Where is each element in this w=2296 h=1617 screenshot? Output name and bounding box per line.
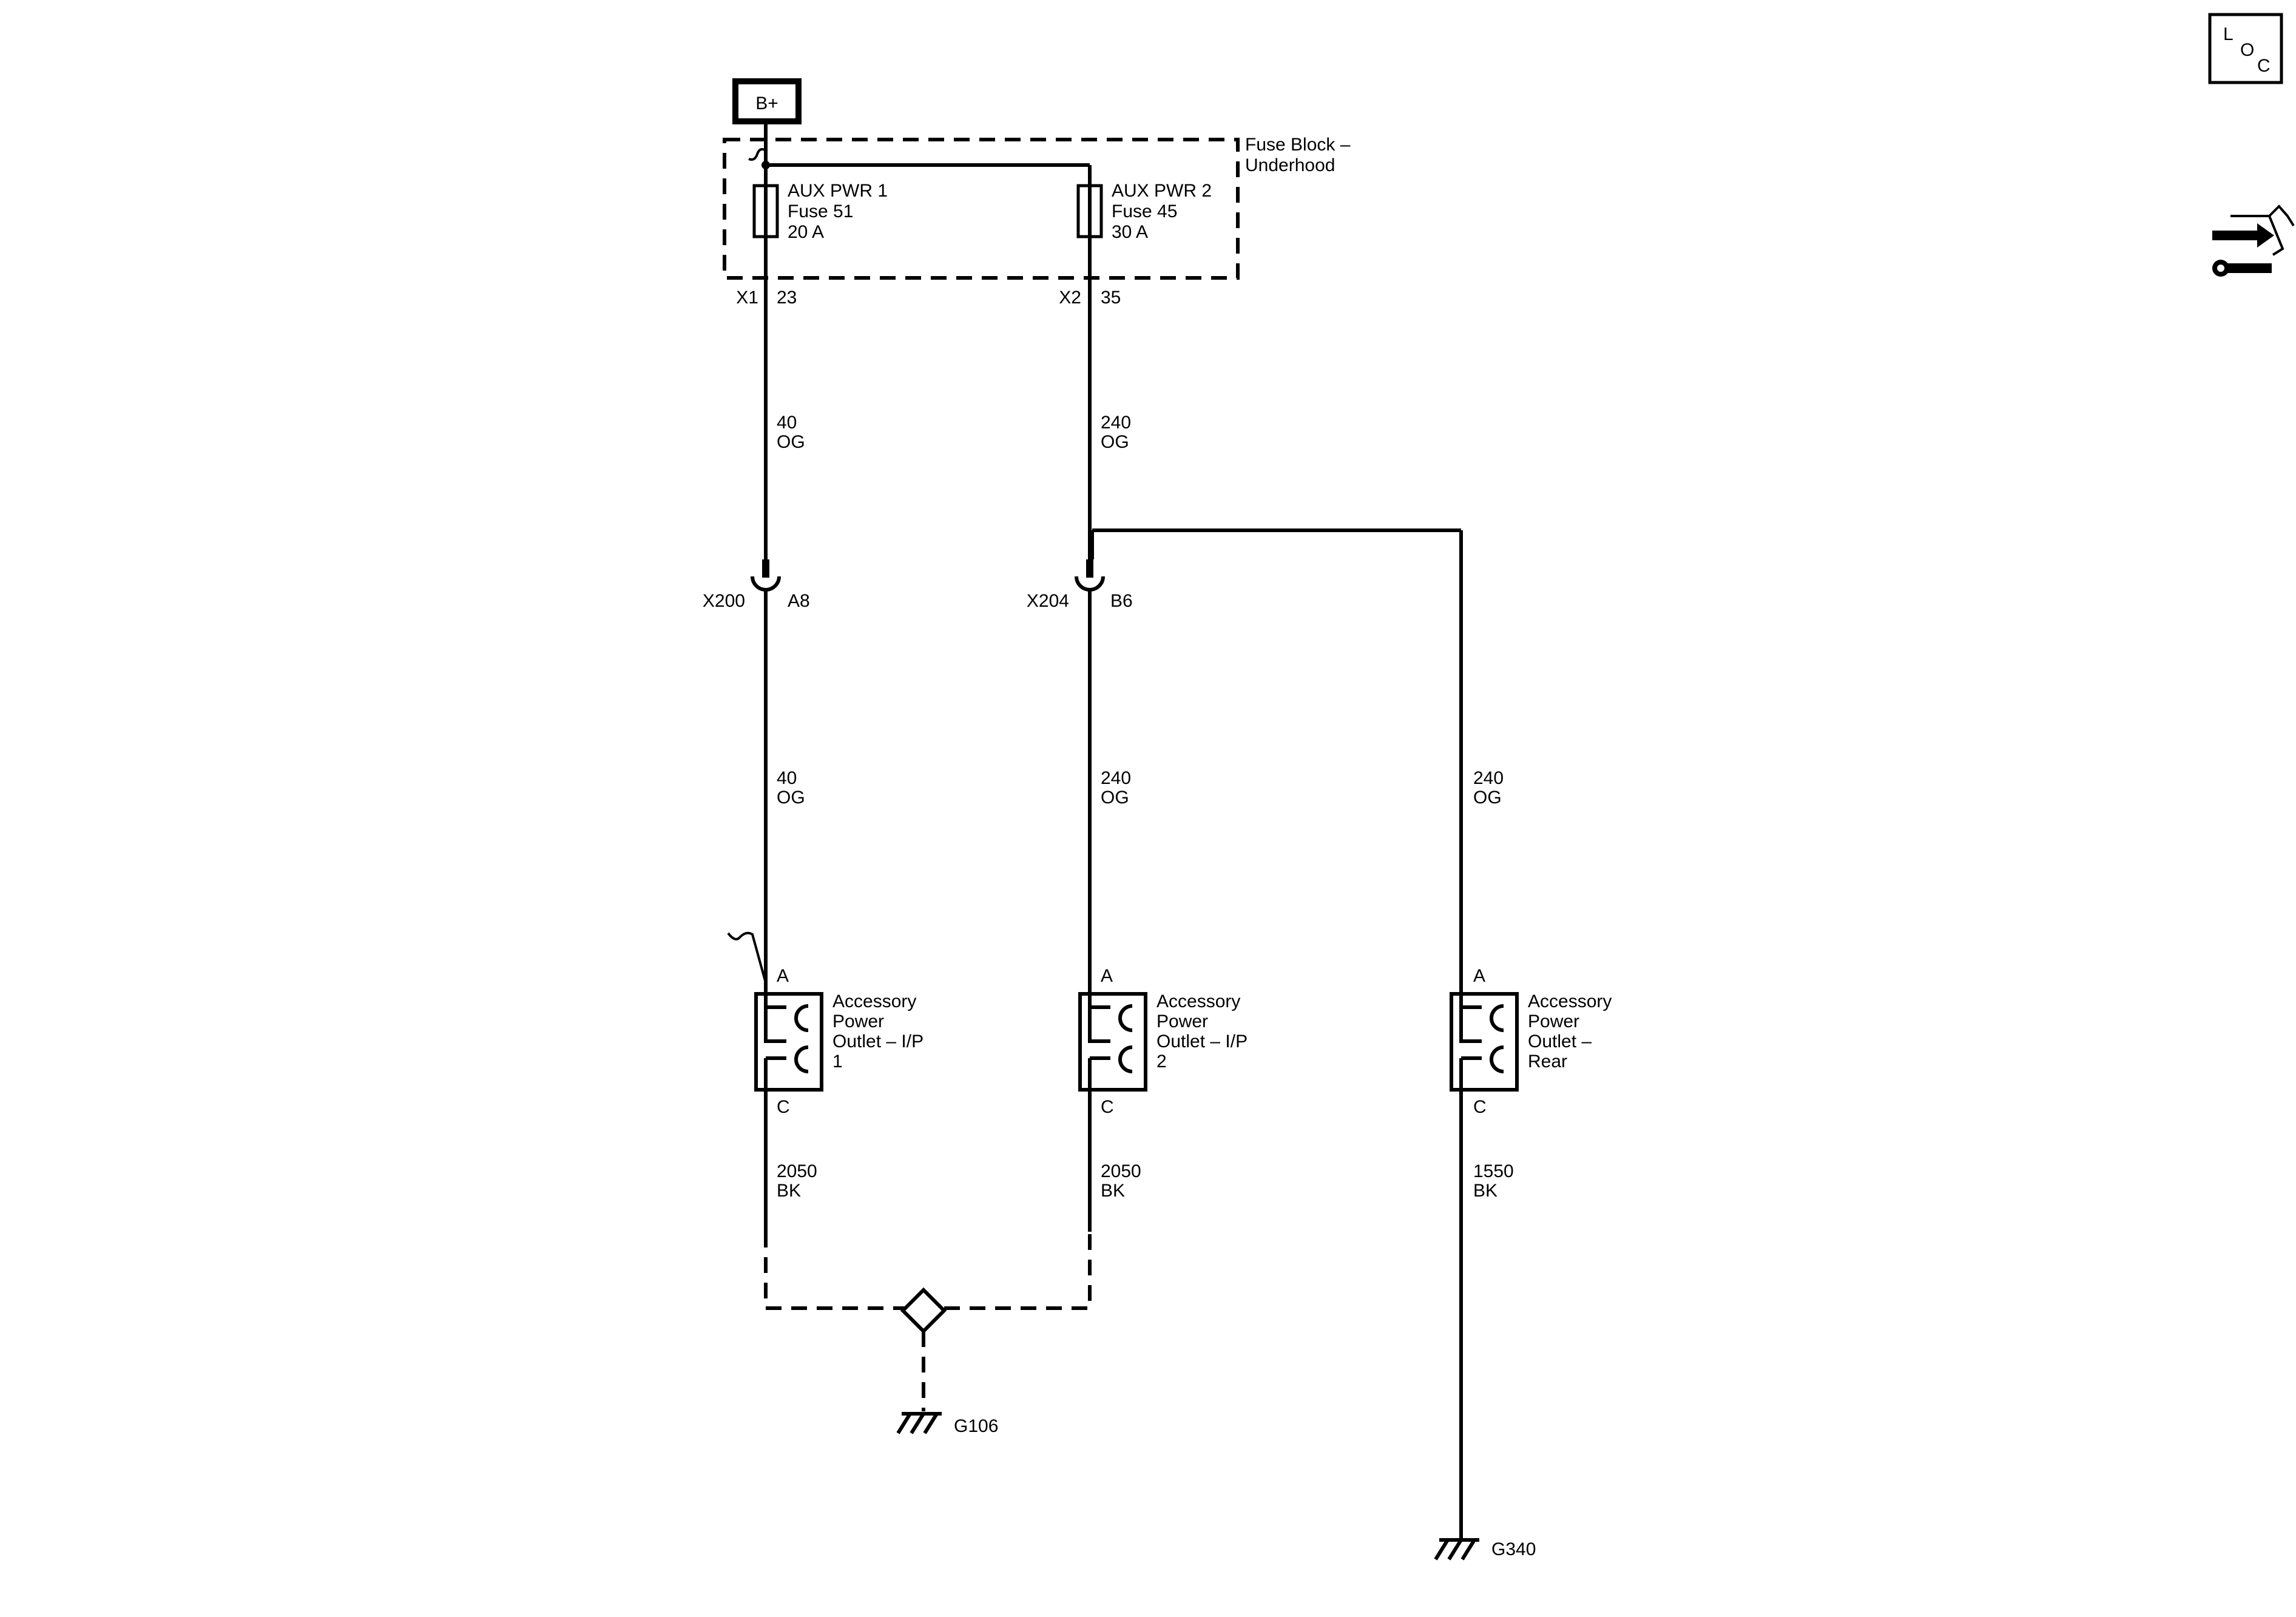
fuse-2-name: AUX PWR 2 [1112, 181, 1212, 201]
fuse-2-rating: 30 A [1112, 222, 1148, 242]
partial-circuit-mark [748, 148, 767, 161]
wire-left-ground-color: BK [777, 1181, 801, 1201]
service-wrench-icon[interactable] [2212, 204, 2295, 277]
fuse-block-name-line1: Fuse Block – [1245, 135, 1351, 155]
wire-right-circuit: 240 [1473, 768, 1504, 788]
accessory-power-outlet-rear: A C Accessory Power Outlet – Rear [1450, 966, 1612, 1117]
outlet-1-line4: 1 [832, 1052, 843, 1072]
accessory-power-outlet-ip-2: A C Accessory Power Outlet – I/P 2 [1078, 966, 1248, 1117]
connector-x200-name: X200 [703, 591, 745, 611]
fuse-2-pin: 35 [1101, 288, 1121, 308]
outlet-3-line1: Accessory [1528, 991, 1612, 1011]
outlet-1-line2: Power [832, 1011, 884, 1031]
fuse-2-number: Fuse 45 [1112, 201, 1177, 221]
outlet-2-line4: 2 [1156, 1052, 1167, 1072]
inline-connector-x204: X204 B6 [1027, 559, 1133, 983]
connector-x200-pin: A8 [788, 591, 810, 611]
wire-left-ground-circuit: 2050 [777, 1161, 817, 1181]
wire-right-color: OG [1473, 788, 1502, 808]
wire-mid-lower-color: OG [1101, 788, 1129, 808]
fuse-block-underhood: Fuse Block – Underhood [723, 135, 1351, 280]
outlet-1-line3: Outlet – I/P [832, 1031, 923, 1052]
outlet-2-pin-c: C [1101, 1097, 1114, 1117]
ground-g340: G340 [1434, 1538, 1536, 1561]
wire-mid-ground-circuit: 2050 [1101, 1161, 1141, 1181]
wire-mid-ground-color: BK [1101, 1181, 1125, 1201]
outlet-3-pin-c: C [1473, 1097, 1487, 1117]
outlet-3-line3: Outlet – [1528, 1031, 1592, 1052]
connector-x204-name: X204 [1027, 591, 1069, 611]
outlet-2-pin-a: A [1101, 966, 1113, 986]
fuse-1-connector: X1 [736, 288, 758, 308]
wire-mid-upper-circuit: 240 [1101, 413, 1131, 433]
loc-icon-c: C [2257, 56, 2271, 76]
outlet-1-pin-c: C [777, 1097, 790, 1117]
loc-icon-l: L [2223, 24, 2234, 44]
outlet-2-line3: Outlet – I/P [1156, 1031, 1248, 1052]
location-icon[interactable]: L O C [2208, 13, 2283, 84]
outlet-3-pin-a: A [1473, 966, 1485, 986]
fuse-1-number: Fuse 51 [788, 201, 853, 221]
outlet-2-line1: Accessory [1156, 991, 1240, 1011]
ground-g106: G106 [896, 1412, 998, 1436]
fuse-1-name: AUX PWR 1 [788, 181, 888, 201]
accessory-power-outlet-ip-1: A C Accessory Power Outlet – I/P 1 [754, 966, 923, 1117]
wire-left-lower-color: OG [777, 788, 805, 808]
wire-left-lower-circuit: 40 [777, 768, 797, 788]
wire-right-ground-circuit: 1550 [1473, 1161, 1514, 1181]
outlet-1-line1: Accessory [832, 991, 916, 1011]
power-source-label: B+ [755, 93, 778, 113]
inline-connector-x200: X200 A8 [703, 559, 810, 983]
outlet-3-line2: Power [1528, 1011, 1579, 1031]
ground-splice-diamond [900, 1287, 947, 1334]
wire-left-upper-color: OG [777, 432, 805, 452]
fuse-block-name-line2: Underhood [1245, 155, 1335, 175]
wire-right-ground-color: BK [1473, 1181, 1497, 1201]
wire-mid-upper-color: OG [1101, 432, 1129, 452]
outlet-3-line4: Rear [1528, 1052, 1567, 1072]
fuse-2-connector: X2 [1059, 288, 1081, 308]
outlet-2-line2: Power [1156, 1011, 1208, 1031]
ground-g106-label: G106 [954, 1416, 998, 1436]
fuse-aux-pwr-1: AUX PWR 1 Fuse 51 20 A [752, 165, 888, 242]
wire-mid-lower-circuit: 240 [1101, 768, 1131, 788]
loc-icon-o: O [2240, 40, 2254, 60]
power-source-b-plus: B+ [732, 78, 802, 124]
outlet-1-pin-a: A [777, 966, 789, 986]
fuse-1-pin: 23 [777, 288, 797, 308]
fuse-1-rating: 20 A [788, 222, 824, 242]
fuse-aux-pwr-2: AUX PWR 2 Fuse 45 30 A [1076, 165, 1212, 242]
partial-circuit-mark [727, 931, 767, 984]
wire-left-upper-circuit: 40 [777, 413, 797, 433]
connector-x204-pin: B6 [1110, 591, 1133, 611]
ground-g340-label: G340 [1491, 1539, 1536, 1559]
